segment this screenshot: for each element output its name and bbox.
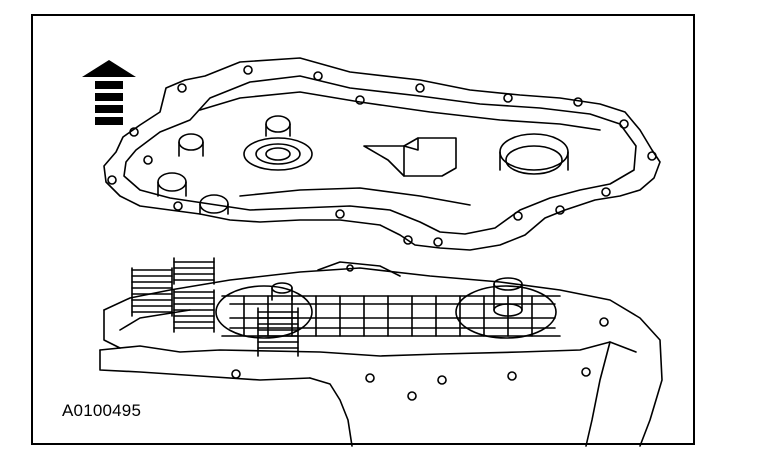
transfer-case-housing [99,267,663,447]
up-arrow-icon [82,60,136,125]
figure-caption: A0100495 [62,401,142,420]
coil-spring [131,257,299,357]
drive-chain [215,261,561,339]
figure-frame [31,14,695,445]
transfer-case-cover [103,57,661,251]
